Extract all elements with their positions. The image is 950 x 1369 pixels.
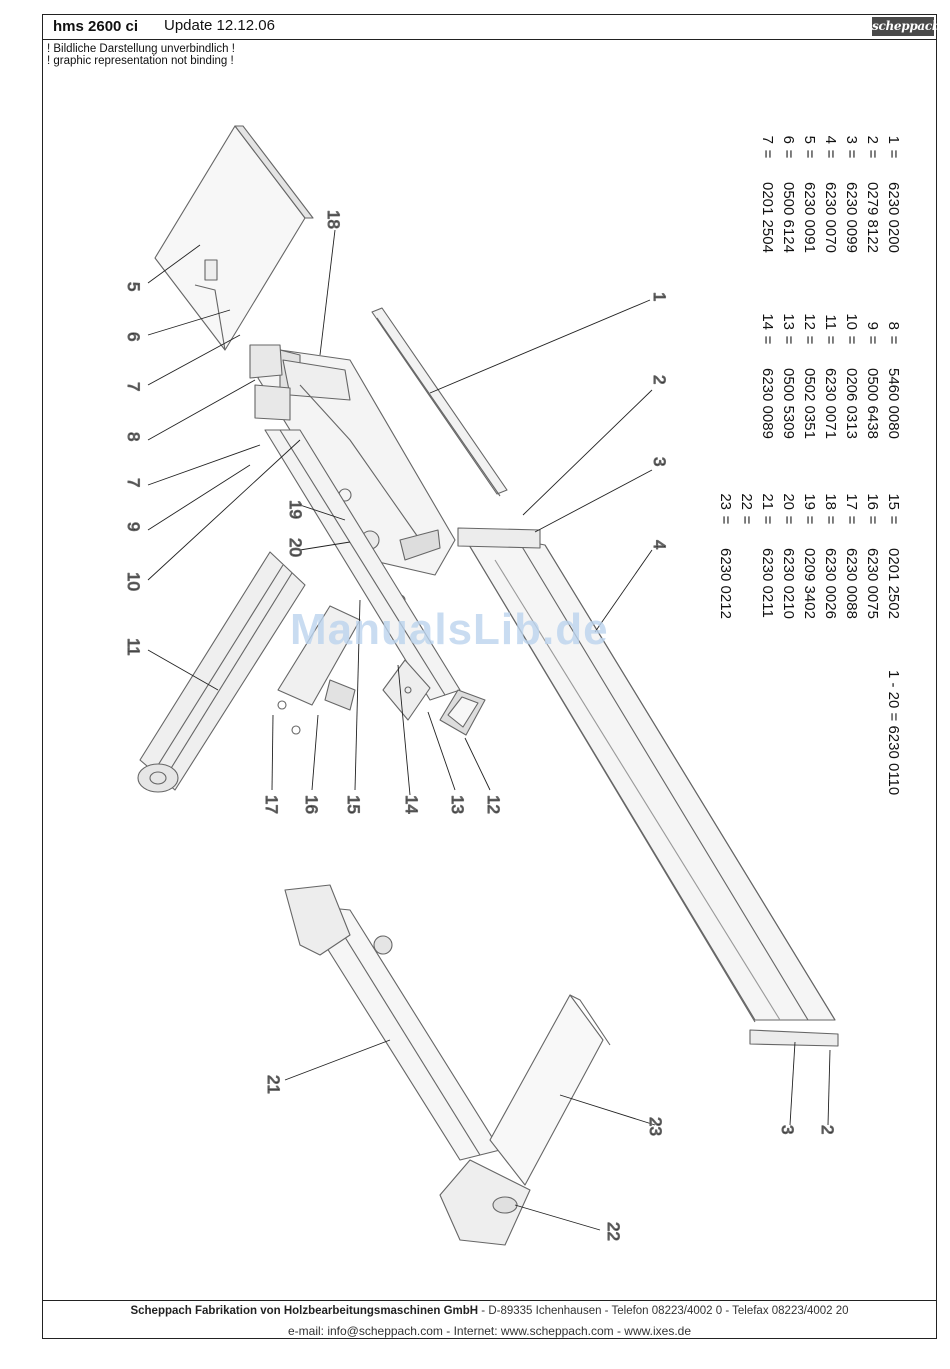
leader-16: [311, 714, 319, 791]
leader-11: [147, 649, 219, 691]
callout-11: 11: [124, 638, 143, 656]
callout-12: 12: [484, 795, 503, 814]
part-12-block: [439, 689, 486, 736]
callout-10: 10: [124, 572, 143, 591]
disclaimer-de: ! Bildliche Darstellung unverbindlich !: [47, 43, 235, 55]
leader-lines: [147, 229, 831, 1231]
callout-5: 5: [124, 282, 143, 291]
leader-23: [559, 1094, 656, 1126]
callout-19: 19: [286, 500, 305, 519]
leader-12: [464, 737, 491, 791]
leader-21: [284, 1039, 391, 1081]
update-date: Update 12.12.06: [164, 17, 275, 34]
part-4-long-fence: [457, 527, 839, 1047]
part-16-bracket: [277, 605, 361, 735]
callout-3: 3: [650, 457, 669, 466]
leader-15: [354, 599, 361, 791]
leader-4: [594, 549, 653, 633]
leader-18: [319, 229, 336, 356]
leader-20: [299, 541, 351, 551]
callout-9: 9: [124, 522, 143, 531]
leader-6: [147, 309, 231, 336]
part-14-plate: [382, 659, 431, 721]
company-name: Scheppach Fabrikation von Holzbearbeitun…: [130, 1305, 479, 1317]
scheppach-logo: scheppach: [872, 17, 941, 36]
leader-10: [147, 439, 301, 581]
part-23-plate: [489, 994, 611, 1186]
footer-company-line: Scheppach Fabrikation von Holzbearbeitun…: [43, 1305, 936, 1317]
callout-16: 16: [302, 795, 321, 814]
leader-19: [299, 504, 346, 521]
leader-7a: [147, 334, 241, 386]
leader-17: [271, 714, 274, 791]
part-22-clamp: [439, 1159, 531, 1246]
callout-21: 21: [264, 1075, 283, 1094]
callout-7a: 7: [124, 382, 143, 391]
callout-8: 8: [124, 432, 143, 441]
part-21-arm: [284, 884, 501, 1161]
part-1-rail: [371, 307, 508, 497]
leader-9: [147, 464, 251, 531]
part-18-carriage: [249, 344, 456, 606]
callout-20: 20: [286, 538, 305, 557]
callout-4: 4: [650, 540, 669, 549]
part-5-plate: [154, 125, 314, 351]
callout-2b: 2: [818, 1125, 837, 1134]
callout-15: 15: [344, 795, 363, 814]
callout-23: 23: [646, 1117, 665, 1136]
callout-17: 17: [262, 795, 281, 814]
leader-2b: [827, 1049, 831, 1126]
callout-1: 1: [650, 292, 669, 301]
callout-numbers: 1 2 3 4 5 6 7 8 7 9 10 11 12 13 14 15 16…: [123, 209, 837, 1241]
callout-13: 13: [448, 795, 467, 814]
footer-contact-line: e-mail: info@scheppach.com - Internet: w…: [287, 1324, 691, 1338]
leader-5: [147, 244, 201, 284]
callout-3b: 3: [778, 1125, 797, 1134]
callout-6: 6: [124, 332, 143, 341]
main-housing-tube: [264, 429, 461, 701]
callout-2: 2: [650, 375, 669, 384]
callout-18: 18: [324, 210, 343, 229]
part-11-extrusion: [137, 551, 306, 793]
leader-3b: [789, 1041, 796, 1126]
leader-7b: [147, 444, 261, 486]
footer: Scheppach Fabrikation von Holzbearbeitun…: [43, 1300, 936, 1338]
header-bar: hms 2600 ci Update 12.12.06 scheppach: [43, 15, 941, 40]
leader-22: [514, 1204, 601, 1231]
leader-1: [429, 299, 651, 394]
model-name: hms 2600 ci: [53, 18, 139, 35]
callout-14: 14: [402, 795, 421, 814]
leader-3: [534, 469, 653, 533]
leader-8: [147, 379, 256, 441]
callout-7b: 7: [124, 478, 143, 487]
watermark: ManualsLib.de: [290, 605, 609, 654]
disclaimer-en: ! graphic representation not binding !: [47, 55, 234, 67]
page-frame: hms 2600 ci Update 12.12.06 scheppach ! …: [42, 14, 941, 1339]
callout-22: 22: [604, 1222, 623, 1241]
leader-14: [397, 664, 411, 796]
company-address: - D-89335 Ichenhausen - Telefon 08223/40…: [478, 1305, 849, 1317]
leader-13: [427, 711, 456, 791]
leader-2: [522, 389, 653, 516]
